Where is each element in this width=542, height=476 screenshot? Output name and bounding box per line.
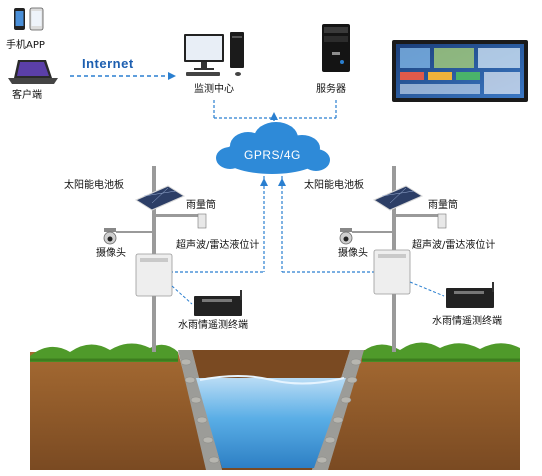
left-camera-label: 摄像头	[96, 248, 126, 259]
monitoring-center-icon	[184, 32, 244, 76]
right-rain-gauge-label: 雨量筒	[428, 200, 458, 211]
monitoring-center-label: 监测中心	[194, 84, 234, 95]
telemetry-terminal-icon	[194, 290, 242, 316]
uplink-arrow-icon	[270, 112, 278, 120]
left-rain-gauge-label: 雨量筒	[186, 200, 216, 211]
mobile-phones-icon	[14, 7, 44, 31]
server-label: 服务器	[316, 84, 346, 95]
control-box-icon	[135, 253, 173, 297]
cloud-icon	[216, 122, 330, 174]
right-station	[339, 166, 494, 352]
right-level-meter-label: 超声波/雷达液位计	[412, 240, 496, 251]
solar-panel-icon	[134, 185, 186, 211]
solar-panel-icon	[372, 185, 424, 211]
right-solar-panel-label: 太阳能电池板	[304, 180, 364, 191]
rain-gauge-icon	[437, 213, 447, 229]
right-camera-label: 摄像头	[338, 248, 368, 259]
internet-arrow-icon	[168, 72, 176, 80]
camera-icon	[103, 228, 117, 245]
laptop-icon	[8, 60, 58, 84]
water	[196, 378, 346, 468]
left-terminal-label: 水雨情遥测终端	[178, 320, 248, 331]
client-label: 客户端	[12, 90, 42, 101]
right-terminal-label: 水雨情遥测终端	[432, 316, 502, 327]
telemetry-terminal-icon	[446, 282, 494, 308]
mobile-app-label: 手机APP	[6, 40, 45, 51]
camera-icon	[339, 228, 353, 245]
internet-label: Internet	[82, 56, 134, 71]
river-channel	[178, 350, 364, 470]
cloud-label: GPRS/4G	[244, 148, 301, 162]
left-solar-panel-label: 太阳能电池板	[64, 180, 124, 191]
left-level-meter-label: 超声波/雷达液位计	[176, 240, 260, 251]
left-station	[103, 166, 242, 352]
display-screen-icon	[392, 40, 528, 102]
control-box-icon	[373, 249, 411, 295]
server-icon	[322, 24, 350, 72]
ground	[30, 342, 520, 470]
rain-gauge-icon	[197, 213, 207, 229]
